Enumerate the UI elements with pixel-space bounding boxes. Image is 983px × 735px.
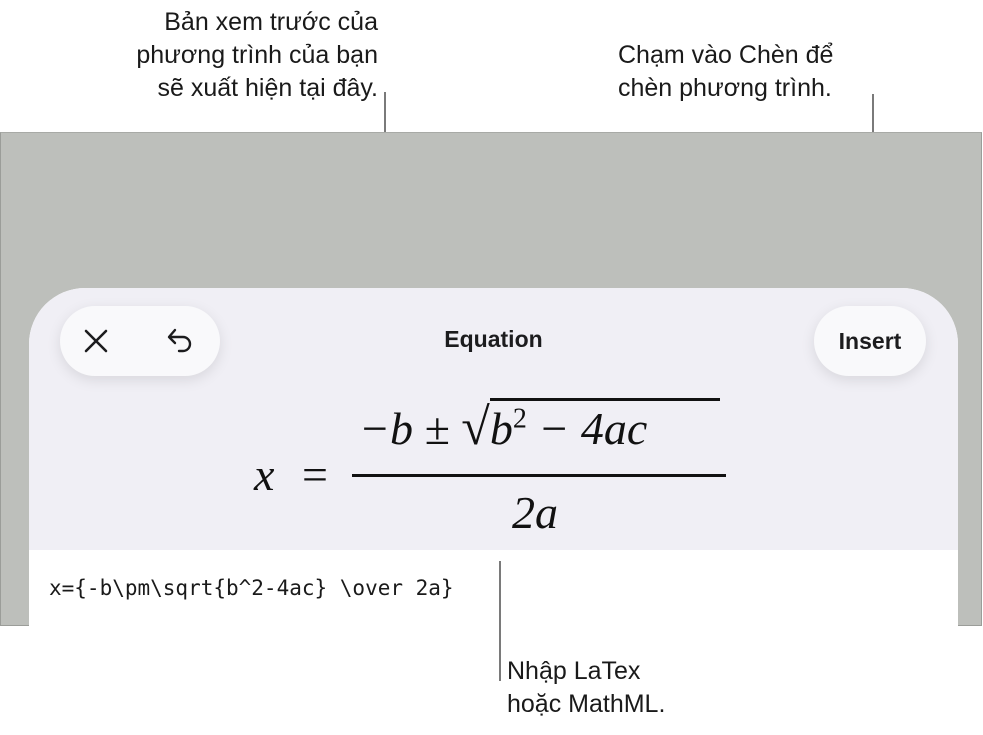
sqrt-vinculum <box>490 398 720 401</box>
callout-input-leader <box>499 561 501 681</box>
sheet-title: Equation <box>444 326 543 352</box>
equation-denominator: 2a <box>512 487 558 538</box>
callout-input-line-1: Nhập LaTex <box>507 657 641 685</box>
numerator-prefix: −b ± <box>359 403 450 454</box>
latex-input[interactable]: x={-b\pm\sqrt{b^2-4ac} \over 2a} <box>49 576 454 600</box>
undo-icon <box>167 328 192 353</box>
toolbar-left-group <box>60 306 220 376</box>
latex-input-area[interactable]: x={-b\pm\sqrt{b^2-4ac} \over 2a} <box>29 550 958 735</box>
screen-frame: Equation Insert x = −b ± √b2 − 4ac 2a x=… <box>0 132 982 735</box>
callout-input: Nhập LaTex hoặc MathML. <box>507 655 665 721</box>
callout-insert-line-2: chèn phương trình. <box>618 74 832 102</box>
equation-equals: = <box>302 449 328 500</box>
radicand-exponent: 2 <box>512 403 527 435</box>
callout-preview-line-3: sẽ xuất hiện tại đây. <box>157 74 378 102</box>
close-icon <box>84 329 108 353</box>
sqrt-icon: √ <box>461 399 490 456</box>
callout-insert: Chạm vào Chèn để chèn phương trình. <box>618 39 833 105</box>
insert-button[interactable]: Insert <box>814 306 926 376</box>
close-button[interactable] <box>78 323 114 359</box>
undo-button[interactable] <box>162 323 198 359</box>
fraction-bar <box>352 474 726 477</box>
equation-numerator: −b ± √b2 − 4ac <box>359 398 647 457</box>
callout-preview: Bản xem trước của phương trình của bạn s… <box>136 6 378 105</box>
callout-insert-line-1: Chạm vào Chèn để <box>618 41 834 69</box>
callout-preview-line-1: Bản xem trước của <box>164 8 378 36</box>
radicand-base: b <box>489 403 513 454</box>
callout-input-line-2: hoặc MathML. <box>507 690 666 718</box>
callout-preview-line-2: phương trình của bạn <box>136 41 378 69</box>
equation-lhs: x <box>254 449 275 500</box>
equation-sheet: Equation Insert x = −b ± √b2 − 4ac 2a x=… <box>29 288 958 735</box>
radicand-rest: − 4ac <box>526 403 648 454</box>
equation-preview: Equation Insert x = −b ± √b2 − 4ac 2a <box>29 288 958 550</box>
insert-button-label: Insert <box>838 327 902 354</box>
